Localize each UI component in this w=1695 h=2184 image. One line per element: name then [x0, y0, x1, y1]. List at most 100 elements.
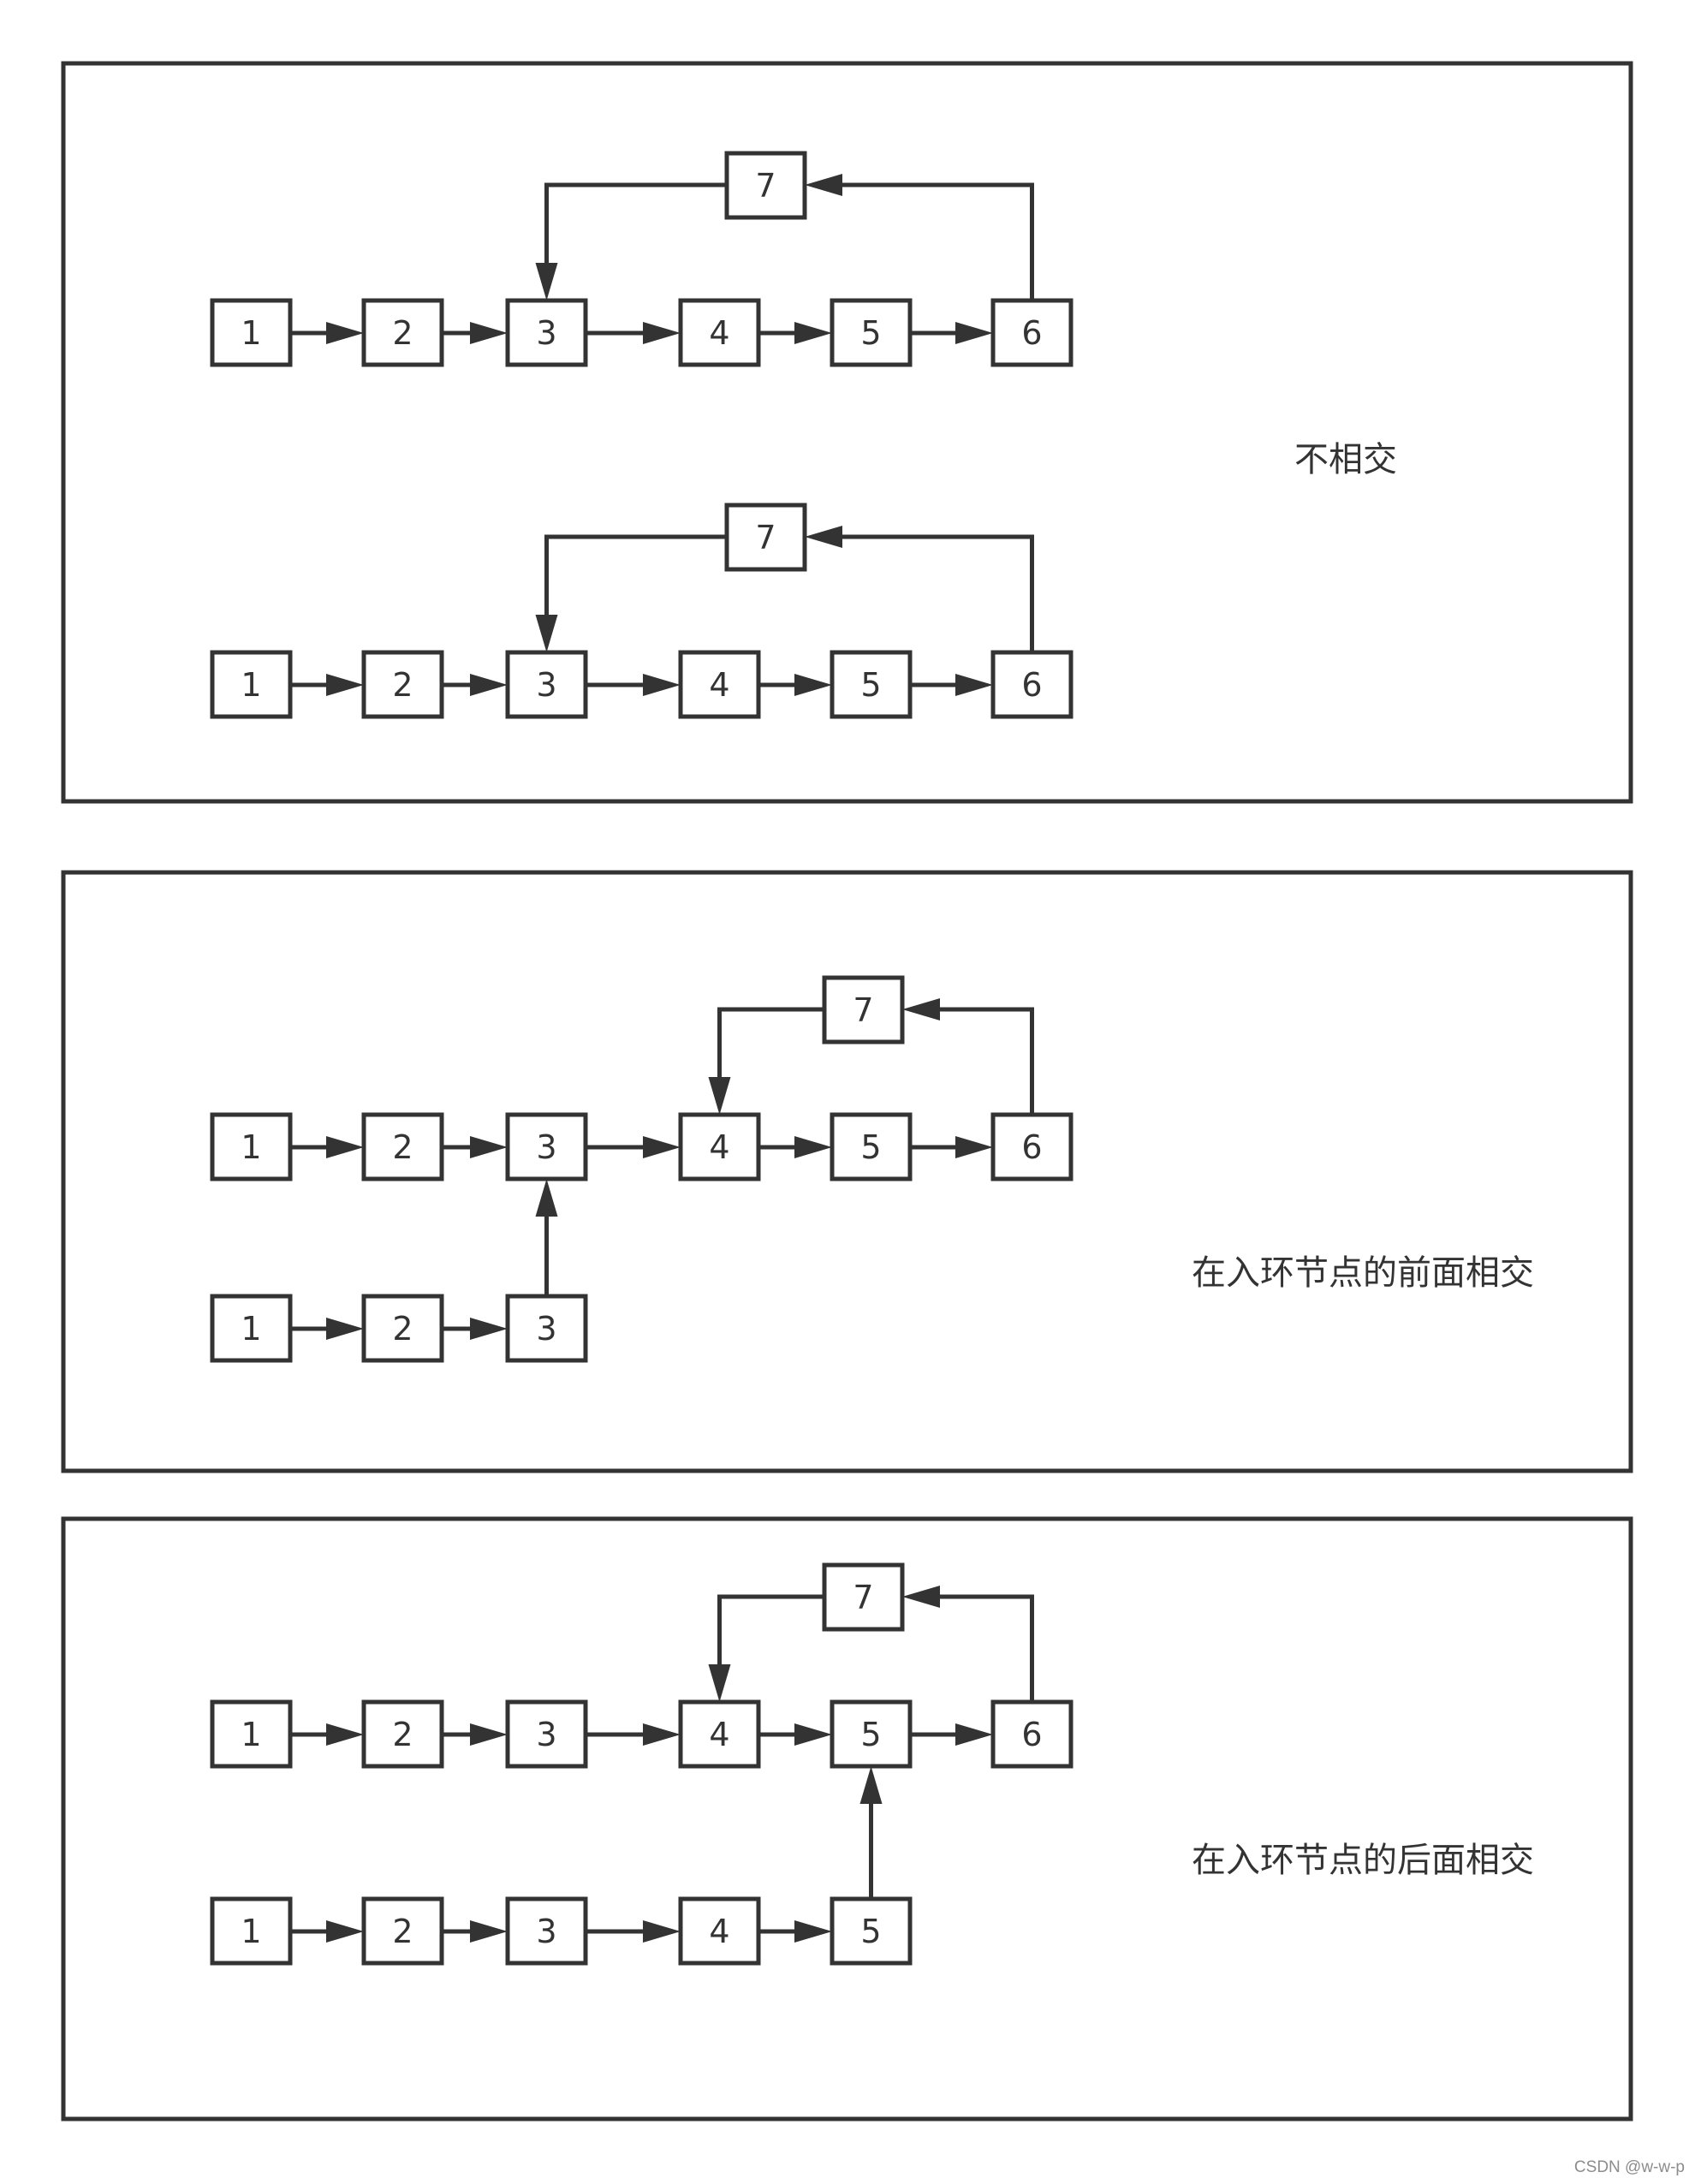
cycle-edge-arrow: [708, 1594, 824, 1702]
list-node: 4: [678, 650, 761, 719]
edge-arrow: [442, 1318, 508, 1340]
edge-arrow: [442, 1723, 508, 1746]
node-label: 2: [392, 1310, 413, 1348]
edge-arrow: [758, 322, 832, 344]
node-label: 2: [392, 314, 413, 352]
node-label: 5: [860, 1128, 881, 1166]
node-label: 1: [241, 314, 261, 352]
cycle-edge-arrow: [902, 1586, 1034, 1702]
node-label: 7: [853, 1579, 873, 1616]
node-label: 1: [241, 1716, 261, 1753]
node-label: 1: [241, 666, 261, 704]
edge-arrow: [758, 1136, 832, 1158]
list-node: 3: [505, 650, 588, 719]
edge-arrow: [910, 674, 993, 696]
node-label: 7: [755, 167, 776, 205]
panel-caption: 在入环节点的前面相交: [1192, 1253, 1534, 1293]
node-label: 4: [709, 1716, 729, 1753]
node-label: 6: [1021, 314, 1042, 352]
edge-arrow: [586, 322, 681, 344]
edge-arrow: [586, 1723, 681, 1746]
edge-arrow: [442, 1920, 508, 1943]
node-label: 1: [241, 1913, 261, 1950]
node-label: 5: [860, 1913, 881, 1950]
edge-arrow: [290, 1920, 364, 1943]
node-label: 1: [241, 1310, 261, 1348]
edge-arrow: [290, 674, 364, 696]
list-node: 4: [678, 1896, 761, 1966]
node-label: 2: [392, 1913, 413, 1950]
edge-arrow: [290, 1136, 364, 1158]
node-label: 4: [709, 1913, 729, 1950]
node-label: 3: [536, 1310, 556, 1348]
cycle-edge-arrow: [902, 998, 1034, 1115]
cycle-edge-arrow: [535, 182, 727, 301]
list-node: 1: [210, 1294, 293, 1363]
join-edge-arrow: [859, 1766, 883, 1899]
cycle-node: 7: [822, 1562, 905, 1632]
node-label: 5: [860, 1716, 881, 1753]
linked-list-b: 1 2 3 4 5 6 7: [210, 503, 1074, 719]
edge-arrow: [910, 1136, 993, 1158]
node-label: 6: [1021, 666, 1042, 704]
node-label: 2: [392, 666, 413, 704]
cycle-edge-arrow: [805, 174, 1034, 301]
list-node: 4: [678, 1699, 761, 1769]
panel-intersect-after-cycle-entry: 1 2 3 4 5 6 7: [61, 1516, 1633, 2122]
edge-arrow: [586, 1920, 681, 1943]
node-label: 2: [392, 1128, 413, 1166]
list-node: 6: [990, 1699, 1074, 1769]
node-label: 3: [536, 666, 556, 704]
cycle-node: 7: [724, 503, 807, 572]
list-node: 6: [990, 298, 1074, 367]
list-node: 1: [210, 1699, 293, 1769]
cycle-edge-arrow: [805, 526, 1034, 652]
edge-arrow: [290, 322, 364, 344]
list-node: 6: [990, 650, 1074, 719]
panel-intersect-before-cycle-entry: 1 2 3 4 5 6 7: [61, 870, 1633, 1473]
node-label: 3: [536, 1913, 556, 1950]
node-label: 3: [536, 1716, 556, 1753]
linked-list-a: 1 2 3 4 5 6 7: [210, 975, 1074, 1181]
cycle-edge-arrow: [708, 1007, 824, 1115]
node-label: 6: [1021, 1128, 1042, 1166]
list-node: 3: [505, 1112, 588, 1181]
node-label: 5: [860, 314, 881, 352]
node-label: 3: [536, 1128, 556, 1166]
list-node: 5: [830, 298, 913, 367]
list-node: 2: [361, 1699, 444, 1769]
list-node: 5: [830, 650, 913, 719]
list-node: 4: [678, 1112, 761, 1181]
linked-list-a: 1 2 3 4 5 6 7: [210, 151, 1074, 367]
list-node: 1: [210, 1896, 293, 1966]
list-node: 6: [990, 1112, 1074, 1181]
linked-list-a: 1 2 3 4 5 6 7: [210, 1562, 1074, 1769]
list-node: 1: [210, 298, 293, 367]
panel-not-intersecting: 1 2 3 4 5 6 7: [61, 61, 1633, 804]
edge-arrow: [758, 1723, 832, 1746]
list-node: 2: [361, 1112, 444, 1181]
node-label: 4: [709, 1128, 729, 1166]
list-node: 2: [361, 1294, 444, 1363]
list-node: 2: [361, 1896, 444, 1966]
node-label: 7: [755, 519, 776, 556]
edge-arrow: [290, 1318, 364, 1340]
cycle-node: 7: [822, 975, 905, 1044]
edge-arrow: [586, 1136, 681, 1158]
edge-arrow: [758, 1920, 832, 1943]
list-node: 5: [830, 1112, 913, 1181]
list-node: 3: [505, 1294, 588, 1363]
edge-arrow: [586, 674, 681, 696]
list-node: 3: [505, 1896, 588, 1966]
list-node: 5: [830, 1896, 913, 1966]
cycle-node: 7: [724, 151, 807, 220]
list-node: 3: [505, 298, 588, 367]
edge-arrow: [910, 322, 993, 344]
list-node: 3: [505, 1699, 588, 1769]
edge-arrow: [442, 322, 508, 344]
cycle-edge-arrow: [535, 534, 727, 652]
node-label: 4: [709, 314, 729, 352]
panel-caption: 不相交: [1294, 440, 1397, 479]
node-label: 4: [709, 666, 729, 704]
